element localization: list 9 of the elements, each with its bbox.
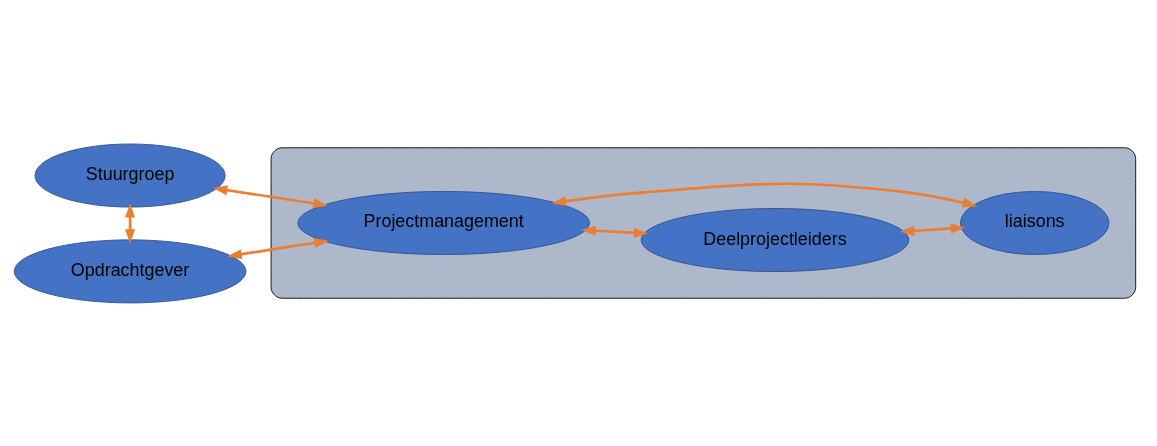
arrow	[551, 182, 978, 208]
arrow	[227, 237, 329, 260]
node-ellipse: Projectmanagement	[297, 191, 590, 255]
node-ellipse: Opdrachtgever	[13, 239, 247, 304]
cluster	[270, 147, 1137, 299]
arrow	[581, 225, 649, 238]
node-ellipse: Deelprojectleiders	[640, 208, 910, 272]
arrow	[900, 223, 966, 236]
arrow	[212, 185, 328, 209]
